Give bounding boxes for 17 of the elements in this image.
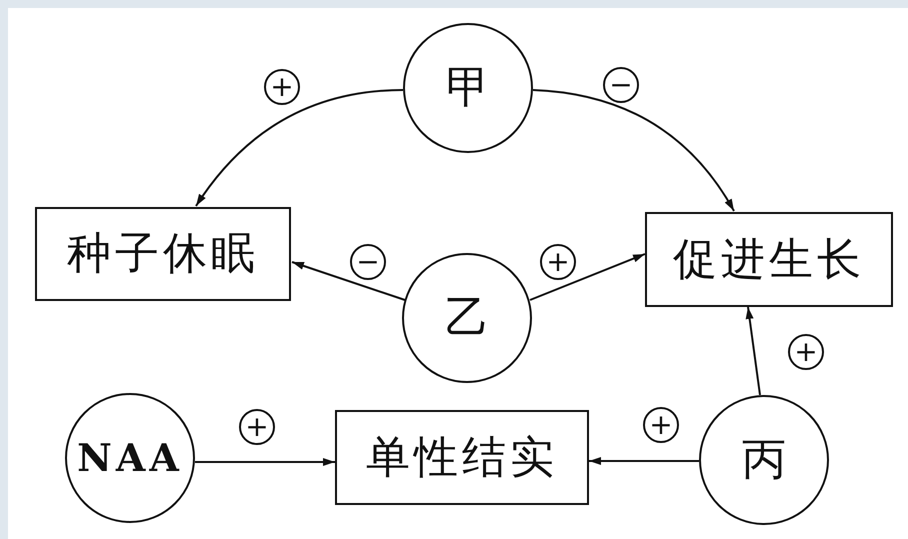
arrow	[532, 89, 735, 212]
node-label: NAA	[77, 439, 183, 477]
node-label: 甲	[446, 66, 490, 110]
process-box	[645, 212, 893, 307]
arrow	[195, 89, 404, 207]
arrow	[292, 261, 406, 301]
node-label: 单性结实	[366, 436, 558, 480]
process-box	[335, 410, 589, 505]
node-label: 种子休眠	[67, 232, 259, 276]
node-label: 丙	[742, 438, 786, 482]
arrow	[746, 306, 761, 396]
process-box	[35, 207, 291, 301]
arrow	[589, 457, 699, 465]
node-label: 促进生长	[673, 238, 865, 282]
arrow	[530, 253, 646, 301]
node-label: 乙	[445, 296, 489, 340]
arrow	[195, 458, 335, 466]
